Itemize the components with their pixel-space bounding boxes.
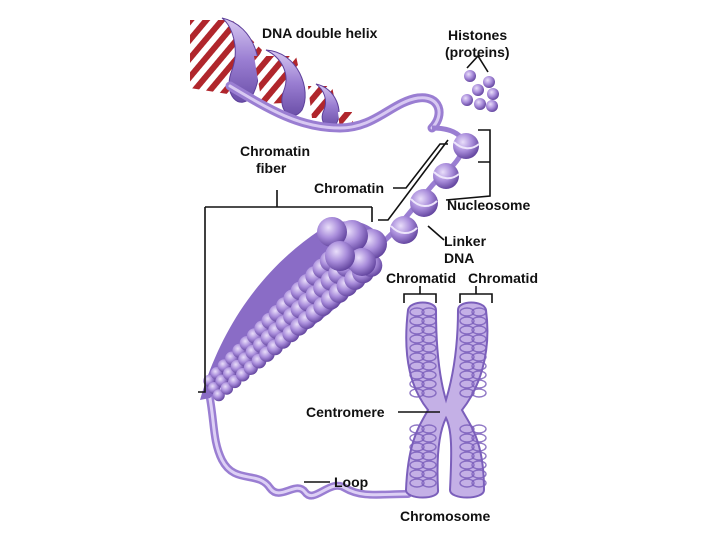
- label-chromosome: Chromosome: [400, 508, 490, 524]
- label-chromatin-fiber-2: fiber: [256, 160, 287, 176]
- label-chromatid-left: Chromatid: [386, 270, 456, 286]
- label-loop: Loop: [334, 474, 368, 490]
- label-histones: Histones: [448, 27, 507, 43]
- nucleosome-chain: [378, 128, 479, 246]
- chromosome: [406, 303, 487, 498]
- chromatin-fiber: [200, 217, 408, 496]
- label-centromere: Centromere: [306, 404, 385, 420]
- label-chromatid-right: Chromatid: [468, 270, 538, 286]
- label-chromatin: Chromatin: [314, 180, 384, 196]
- label-linker-dna-2: DNA: [444, 250, 474, 266]
- label-nucleosome: Nucleosome: [447, 197, 530, 213]
- chromatid-left-bracket: [404, 286, 436, 303]
- label-dna-double-helix: DNA double helix: [262, 25, 378, 41]
- histone-cluster: [461, 70, 499, 112]
- label-chromatin-fiber-1: Chromatin: [240, 143, 310, 159]
- chromatid-right-bracket: [460, 286, 492, 303]
- label-linker-dna-1: Linker: [444, 233, 487, 249]
- linker-dna-leader: [428, 226, 444, 240]
- label-histones-proteins: (proteins): [445, 44, 510, 60]
